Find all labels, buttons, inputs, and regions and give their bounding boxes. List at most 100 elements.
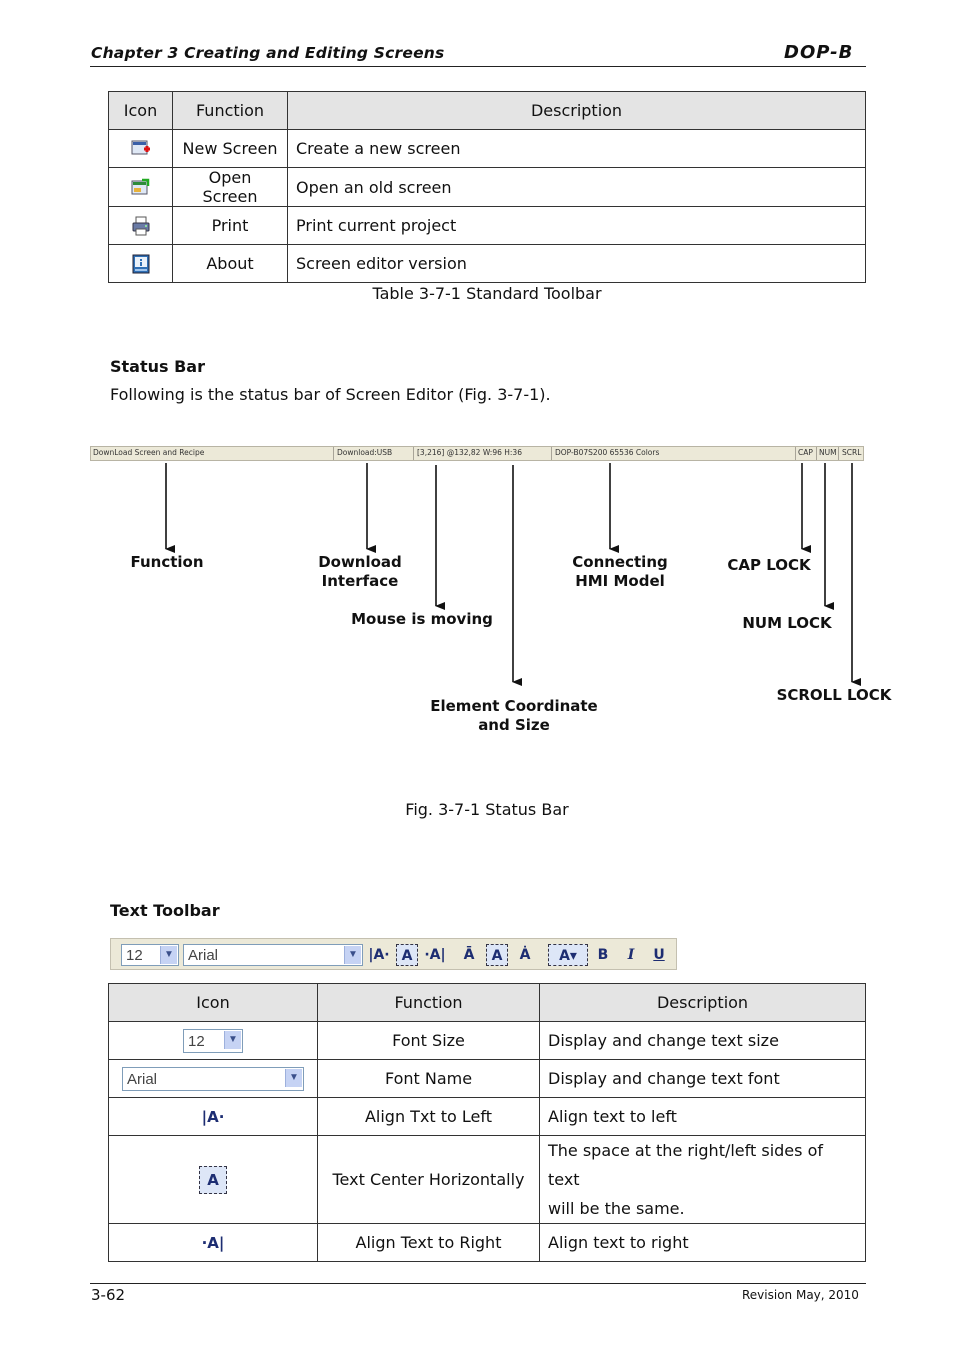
table-row: Open Screen Open an old screen: [108, 167, 866, 207]
description-cell: Screen editor version: [287, 244, 866, 283]
description-cell: Print current project: [287, 206, 866, 245]
new-screen-icon: [131, 140, 150, 154]
description-cell: Create a new screen: [287, 129, 866, 168]
status-bar-intro: Following is the status bar of Screen Ed…: [110, 385, 551, 404]
callout-download: Download Interface: [300, 553, 420, 591]
about-icon-cell: [108, 244, 173, 283]
align-right-icon-text: A: [207, 1233, 219, 1252]
open-screen-icon-cell: [108, 167, 173, 207]
description-cell: Display and change text size: [539, 1021, 866, 1060]
align-right-icon[interactable]: ·A|: [424, 947, 446, 963]
table-header-row: Icon Function Description: [108, 983, 866, 1022]
chapter-title: Chapter 3 Creating and Editing Screens: [91, 44, 445, 62]
chevron-down-icon: ▼: [344, 946, 361, 964]
callout-scroll-lock: SCROLL LOCK: [776, 686, 892, 704]
table-row: A Text Center Horizontally The space at …: [108, 1135, 866, 1224]
col-header-function: Function: [317, 983, 540, 1022]
callout-download-line1: Download: [318, 553, 402, 571]
chevron-down-icon: ▼: [285, 1068, 302, 1087]
table-row: 12▼ Font Size Display and change text si…: [108, 1021, 866, 1060]
font-size-icon-text: 12: [188, 1032, 205, 1050]
align-center-icon-cell: A: [108, 1135, 318, 1224]
callout-mouse: Mouse is moving: [351, 610, 493, 628]
table-row: Arial▼ Font Name Display and change text…: [108, 1059, 866, 1098]
align-left-icon-cell: |A·: [108, 1097, 318, 1136]
status-bar-image: DownLoad Screen and Recipe Download:USB …: [90, 446, 864, 461]
align-top-icon[interactable]: Ā: [463, 947, 475, 963]
bold-button[interactable]: B: [597, 947, 609, 963]
description-cell: Align text to left: [539, 1097, 866, 1136]
status-bar-heading: Status Bar: [110, 357, 205, 376]
status-divider: [333, 447, 334, 460]
header-rule: [90, 66, 866, 67]
chevron-down-icon: ▼: [160, 946, 177, 964]
function-cell: Text Center Horizontally: [317, 1135, 540, 1224]
status-divider: [816, 447, 817, 460]
align-left-icon[interactable]: |A·: [368, 947, 390, 963]
table-header-row: Icon Function Description: [108, 91, 866, 130]
callout-element-line1: Element Coordinate: [430, 697, 598, 715]
status-num-text: NUM: [819, 448, 837, 457]
new-screen-icon-cell: [108, 129, 173, 168]
table-row: Print Print current project: [108, 206, 866, 245]
align-center-icon: A: [199, 1165, 227, 1194]
callout-hmi: Connecting HMI Model: [555, 553, 685, 591]
font-name-icon: Arial▼: [122, 1066, 304, 1091]
status-divider: [838, 447, 839, 460]
text-toolbar-heading: Text Toolbar: [110, 901, 220, 920]
callout-hmi-line1: Connecting: [572, 553, 668, 571]
function-cell: Font Size: [317, 1021, 540, 1060]
function-cell: Print: [172, 206, 288, 245]
align-right-icon-cell: ·A|: [108, 1223, 318, 1262]
print-icon: [132, 216, 149, 235]
function-cell: New Screen: [172, 129, 288, 168]
callout-num-lock: NUM LOCK: [742, 614, 832, 632]
italic-button[interactable]: I: [627, 947, 635, 963]
status-divider: [413, 447, 414, 460]
status-coord-text: [3,216] @132,82 W:96 H:36: [417, 448, 522, 457]
description-cell: The space at the right/left sides of tex…: [539, 1135, 866, 1224]
description-line: will be the same.: [548, 1199, 685, 1218]
function-cell: Align Txt to Left: [317, 1097, 540, 1136]
function-cell: Align Text to Right: [317, 1223, 540, 1262]
align-center-icon-text: A: [207, 1170, 219, 1189]
callout-arrows: [165, 463, 861, 686]
function-cell: Font Name: [317, 1059, 540, 1098]
font-size-icon: 12▼: [183, 1028, 243, 1053]
open-screen-icon: [131, 178, 149, 195]
font-size-icon-cell: 12▼: [108, 1021, 318, 1060]
align-bottom-icon[interactable]: Ȧ: [519, 947, 531, 963]
description-cell: Display and change text font: [539, 1059, 866, 1098]
print-icon-cell: [108, 206, 173, 245]
font-color-icon[interactable]: A▾: [548, 944, 588, 966]
status-cap-text: CAP: [798, 448, 813, 457]
callout-download-line2: Interface: [321, 572, 399, 590]
figure-caption: Fig. 3-7-1 Status Bar: [405, 800, 569, 819]
standard-toolbar-table: Icon Function Description New Screen Cre…: [108, 91, 866, 283]
font-size-combo[interactable]: 12 ▼: [121, 944, 179, 966]
font-name-combo[interactable]: Arial ▼: [183, 944, 363, 966]
table-caption: Table 3-7-1 Standard Toolbar: [372, 284, 602, 303]
align-middle-icon[interactable]: A: [486, 944, 508, 966]
col-header-icon: Icon: [108, 91, 173, 130]
text-toolbar-image: 12 ▼ Arial ▼ |A· A ·A| Ā A Ȧ A▾ B I U: [110, 938, 677, 970]
about-icon: [132, 254, 149, 273]
table-row: About Screen editor version: [108, 244, 866, 283]
callout-element-line2: and Size: [478, 716, 550, 734]
col-header-description: Description: [287, 91, 866, 130]
status-model-text: DOP-B07S200 65536 Colors: [555, 448, 660, 457]
table-row: ·A| Align Text to Right Align text to ri…: [108, 1223, 866, 1262]
status-scrl-text: SCRL: [842, 448, 862, 457]
align-left-icon: |A·: [201, 1107, 225, 1126]
callout-function: Function: [130, 553, 204, 571]
dop-b-logo: DOP-B: [784, 42, 854, 63]
align-center-icon[interactable]: A: [396, 944, 418, 966]
underline-button[interactable]: U: [653, 947, 665, 963]
callout-cap-lock: CAP LOCK: [727, 556, 811, 574]
col-header-icon: Icon: [108, 983, 318, 1022]
status-divider: [795, 447, 796, 460]
description-cell: Open an old screen: [287, 167, 866, 207]
font-name-value: Arial: [188, 947, 219, 964]
footer-rule: [90, 1283, 866, 1284]
callout-element: Element Coordinate and Size: [414, 697, 614, 735]
